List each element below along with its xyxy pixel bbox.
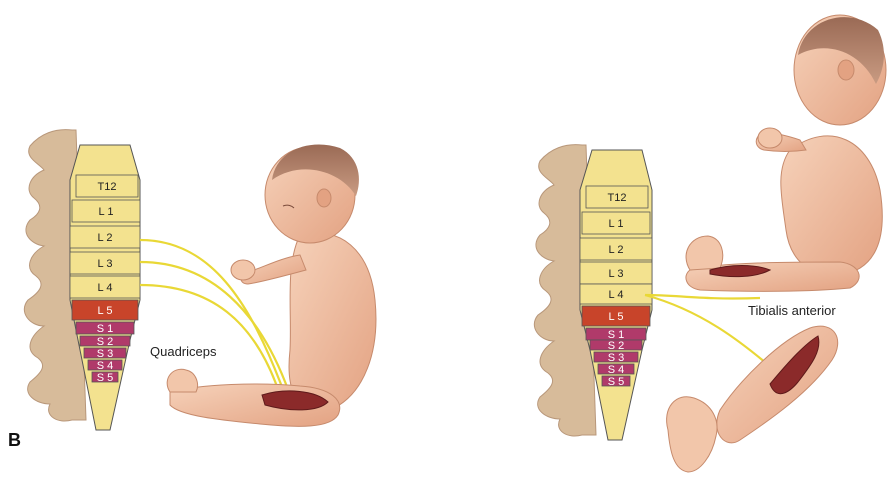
left-callout-label: Quadriceps <box>150 344 217 359</box>
right-segment-label: S 4 <box>608 364 625 376</box>
left-segment-label: S 5 <box>97 372 114 384</box>
right-segment-label: L 5 <box>609 311 624 323</box>
right-dissected-leg <box>667 326 838 472</box>
right-segment-label: L 3 <box>609 268 624 280</box>
right-baby <box>686 15 886 291</box>
right-segment-label: L 2 <box>609 244 624 256</box>
right-segment-label: L 1 <box>609 218 624 230</box>
left-segment-label: T12 <box>98 181 117 193</box>
left-segment-label: L 4 <box>98 282 113 294</box>
right-segment-label: S 2 <box>608 340 625 352</box>
right-segment-label: T12 <box>608 192 627 204</box>
left-segment-label: L 5 <box>98 305 113 317</box>
right-segment-label: S 5 <box>608 376 625 388</box>
panel-label: B <box>8 430 21 450</box>
left-baby <box>167 145 376 427</box>
left-segment-label: L 3 <box>98 258 113 270</box>
left-segment-label: S 1 <box>97 323 114 335</box>
right-segment-label: S 3 <box>608 352 625 364</box>
left-segment-label: S 4 <box>97 360 114 372</box>
right-callout-label: Tibialis anterior <box>748 303 836 318</box>
left-nerves <box>140 240 290 395</box>
left-segment-label: S 3 <box>97 348 114 360</box>
left-segment-label: S 2 <box>97 336 114 348</box>
right-segment-label: L 4 <box>609 289 624 301</box>
left-segment-label: L 2 <box>98 232 113 244</box>
left-segment-label: L 1 <box>99 206 114 218</box>
